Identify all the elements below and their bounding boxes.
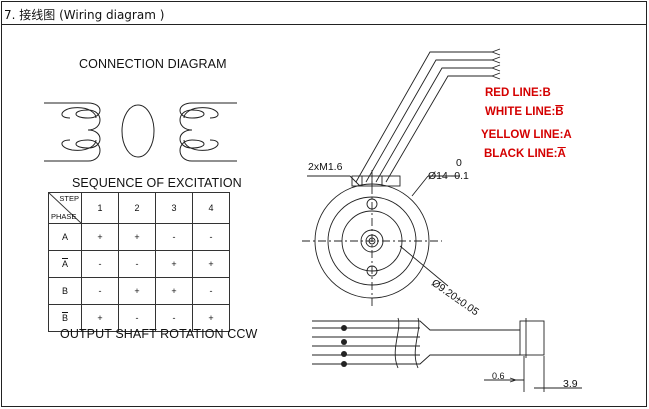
step-3: 3	[155, 192, 193, 224]
yellow-line-label: YELLOW LINE:A	[481, 129, 572, 141]
diameter-14: Ø14 -0.1	[428, 170, 469, 182]
table-row-a: A + + - -	[48, 223, 230, 251]
cell: +	[81, 304, 119, 332]
phase-a-bar: A	[48, 250, 82, 278]
table-corner: STEP PHASE	[48, 192, 82, 224]
cell: +	[81, 223, 119, 251]
dimension-0-6: 0.6	[492, 371, 505, 381]
sequence-title: SEQUENCE OF EXCITATION	[72, 176, 242, 190]
table-row-b-bar: B + - - +	[48, 304, 230, 332]
cell: +	[192, 304, 230, 332]
black-line-label: BLACK LINE:A	[484, 148, 566, 160]
section-header: 7. 接线图 (Wiring diagram )	[1, 1, 647, 25]
rotation-note: OUTPUT SHAFT ROTATION CCW	[60, 327, 258, 341]
step-2: 2	[118, 192, 156, 224]
tolerance-upper: 0	[456, 157, 462, 169]
step-header: STEP	[59, 194, 79, 203]
phase-a: A	[48, 223, 82, 251]
cell: -	[118, 304, 156, 332]
white-line-label: WHITE LINE:B	[485, 106, 564, 118]
excitation-table: STEP PHASE 1 2 3 4 A + + - - A - - + + B…	[48, 192, 230, 332]
section-title: 7. 接线图 (Wiring diagram )	[4, 8, 165, 22]
cell: +	[118, 223, 156, 251]
screw-dimension: 2xM1.6	[308, 161, 343, 173]
phase-b-bar: B	[48, 304, 82, 332]
dimension-3-9: 3.9	[563, 378, 578, 390]
table-row-b: B - + + -	[48, 277, 230, 305]
phase-header: PHASE	[51, 212, 77, 221]
red-line-label: RED LINE:B	[485, 87, 551, 99]
cell: -	[81, 277, 119, 305]
cell: +	[118, 277, 156, 305]
step-1: 1	[81, 192, 119, 224]
connection-diagram-title: CONNECTION DIAGRAM	[79, 57, 227, 71]
